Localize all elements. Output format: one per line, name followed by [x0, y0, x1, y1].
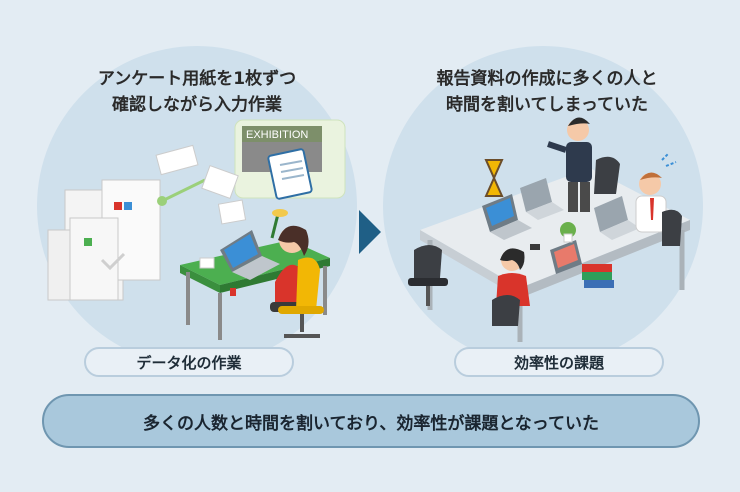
data-entry-illustration: EXHIBITION	[47, 119, 346, 340]
right-caption-line2: 時間を割いてしまっていた	[446, 95, 648, 115]
desk-items	[199, 209, 288, 296]
yellow-chair	[278, 257, 324, 338]
left-caption-line2: 確認しながら入力作業	[112, 95, 282, 115]
right-caption: 報告資料の作成に多くの人と 時間を割いてしまっていた	[382, 66, 712, 118]
right-label-text: 効率性の課題	[513, 353, 604, 372]
left-caption-line1: アンケート用紙を1枚ずつ	[97, 69, 297, 89]
left-caption: アンケート用紙を1枚ずつ 確認しながら入力作業	[32, 66, 362, 118]
paper-stacks	[47, 179, 161, 301]
right-caption-line1: 報告資料の作成に多くの人と	[436, 69, 658, 89]
left-label-text: データ化の作業	[136, 353, 242, 372]
summary-banner: 多くの人数と時間を割いており、効率性が課題となっていた	[42, 394, 700, 448]
exhibition-sign: EXHIBITION	[234, 119, 346, 200]
standing-man	[547, 117, 592, 212]
left-label-pill: データ化の作業	[84, 347, 294, 377]
right-label-pill: 効率性の課題	[454, 347, 664, 377]
man-with-tie	[635, 153, 677, 233]
office-illustration	[408, 117, 690, 342]
office-laptops	[482, 178, 640, 274]
flying-papers	[155, 144, 247, 225]
laptop	[220, 230, 280, 280]
exhibition-sign-text: EXHIBITION	[246, 129, 308, 141]
summary-text: 多くの人数と時間を割いており、効率性が課題となっていた	[143, 413, 599, 434]
desk-clutter	[484, 159, 614, 288]
arrow-right-icon	[359, 210, 381, 254]
office-chairs	[408, 156, 682, 326]
